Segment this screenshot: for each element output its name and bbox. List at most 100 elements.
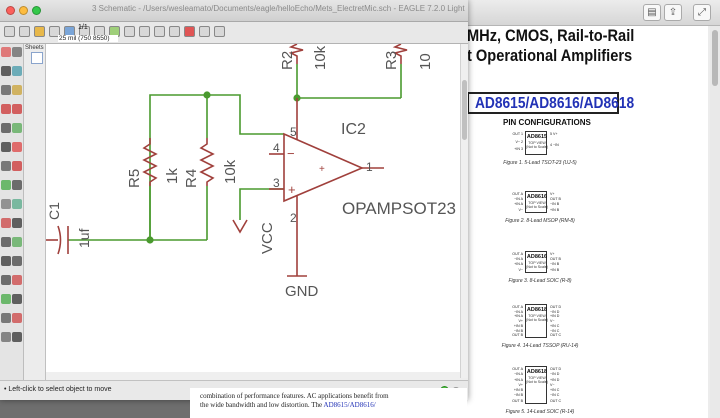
- package-view-note: TOP VIEW (Not to Scale): [526, 314, 548, 322]
- sheet-counter[interactable]: 1/1: [78, 24, 88, 31]
- fullscreen-button[interactable]: ⤢: [693, 4, 711, 21]
- pin-1-label: 1: [366, 160, 373, 174]
- pdf-body-line-1: combination of performance features. AC …: [200, 392, 389, 400]
- label-R3-value: 10: [417, 53, 434, 70]
- schematic-parts[interactable]: [46, 44, 408, 277]
- pdf-scrollbar[interactable]: [710, 26, 720, 418]
- paste-icon[interactable]: [1, 142, 11, 152]
- move-icon[interactable]: [1, 85, 11, 95]
- pin-3-label: 3: [273, 176, 280, 190]
- pin-label-right: +IN D: [550, 314, 560, 319]
- vertical-scroll-thumb[interactable]: [462, 80, 467, 140]
- delete-icon[interactable]: [12, 142, 22, 152]
- stop-icon[interactable]: [184, 26, 195, 37]
- copy-icon[interactable]: [12, 85, 22, 95]
- print-icon[interactable]: [34, 26, 45, 37]
- zoom-out-icon[interactable]: [139, 26, 150, 37]
- net-icon[interactable]: [12, 313, 22, 323]
- pdf-body-link[interactable]: AD8615/AD8616/: [323, 401, 376, 409]
- sheet-thumbnail[interactable]: [31, 52, 43, 64]
- change-icon[interactable]: [12, 123, 22, 133]
- pinswap-icon[interactable]: [12, 161, 22, 171]
- pin-label-left: OUT A: [512, 305, 523, 309]
- figure-caption: Figure 5. 14-Lead SOIC (R-14): [505, 409, 575, 415]
- arc-icon[interactable]: [12, 275, 22, 285]
- part-number-links[interactable]: AD8615/AD8616/AD8618: [475, 95, 635, 112]
- cam-icon[interactable]: [49, 26, 60, 37]
- vcc-arrow[interactable]: [232, 219, 248, 234]
- window-title: 3 Schematic - /Users/wesleamato/Document…: [92, 4, 465, 13]
- pin-label-right: 5 V+: [550, 132, 558, 136]
- pin-label-left: V− 2: [515, 139, 524, 144]
- junction-dot: [146, 236, 154, 244]
- show-icon[interactable]: [12, 47, 22, 57]
- pin-label-right: +IN D: [550, 377, 560, 382]
- schematic-drawing[interactable]: R2 10k R3 10 IC2 R5 1k R4 10k 5 4 3 2 1 …: [46, 44, 460, 378]
- title-bar: 3 Schematic - /Users/wesleamato/Document…: [0, 0, 468, 22]
- zoom-window-button[interactable]: [32, 6, 41, 15]
- display-icon[interactable]: [1, 66, 11, 76]
- mirror-icon[interactable]: [1, 104, 11, 114]
- gateswap-icon[interactable]: [12, 237, 22, 247]
- pdf-scroll-thumb[interactable]: [712, 30, 718, 86]
- pin-label-right: −IN B: [550, 262, 560, 267]
- text-icon[interactable]: [12, 256, 22, 266]
- pin-label-right: −IN B: [550, 202, 560, 207]
- label-gnd: GND: [285, 283, 319, 300]
- pin-label-right: V−: [550, 382, 555, 387]
- miter-icon[interactable]: [1, 218, 11, 228]
- mark-icon[interactable]: [12, 66, 22, 76]
- label-icon[interactable]: [12, 332, 22, 342]
- resistor-R2[interactable]: [288, 44, 304, 64]
- add-icon[interactable]: [1, 161, 11, 171]
- resistor-R5[interactable]: [142, 138, 158, 186]
- info-icon[interactable]: [1, 47, 11, 57]
- junction-dot: [203, 91, 211, 99]
- opamp-body[interactable]: [283, 132, 365, 203]
- minimize-window-button[interactable]: [19, 6, 28, 15]
- canvas-horizontal-scrollbar[interactable]: [46, 372, 460, 380]
- bus-icon[interactable]: [1, 313, 11, 323]
- canvas-vertical-scrollbar[interactable]: [460, 44, 468, 378]
- zoom-in-icon[interactable]: [124, 26, 135, 37]
- resistor-R4[interactable]: [199, 138, 215, 186]
- open-icon[interactable]: [4, 26, 15, 37]
- pin-label-right: +IN C: [550, 388, 560, 393]
- pin-label-left: OUT A: [512, 252, 523, 256]
- value-icon[interactable]: [1, 199, 11, 209]
- capacitor-curve[interactable]: [57, 225, 62, 255]
- junctions: [146, 91, 301, 244]
- rect-icon[interactable]: [1, 294, 11, 304]
- smash-icon[interactable]: [12, 199, 22, 209]
- pin-label-right: −IN C: [550, 393, 560, 398]
- pin-label-left: V−: [518, 207, 524, 212]
- opamp-center-mark: +: [319, 164, 325, 175]
- invoke-icon[interactable]: [1, 237, 11, 247]
- pin-label-right: +IN C: [550, 323, 560, 328]
- redraw-icon[interactable]: [169, 26, 180, 37]
- circle-icon[interactable]: [1, 275, 11, 285]
- zoom-select-icon[interactable]: [154, 26, 165, 37]
- undo-icon[interactable]: [199, 26, 210, 37]
- name-icon[interactable]: [12, 180, 22, 190]
- replace-icon[interactable]: [1, 180, 11, 190]
- share-button[interactable]: ⇪: [664, 4, 682, 21]
- opamp-plus-sign: +: [288, 182, 296, 197]
- pin-label-left: +IN A: [514, 314, 523, 319]
- pin-label-left: +IN A: [514, 377, 523, 382]
- polygon-icon[interactable]: [12, 294, 22, 304]
- pin-label-right: OUT C: [550, 333, 562, 338]
- redo-icon[interactable]: [214, 26, 225, 37]
- resistor-R3[interactable]: [392, 44, 408, 64]
- save-icon[interactable]: [19, 26, 30, 37]
- split-icon[interactable]: [12, 218, 22, 228]
- wire-icon[interactable]: [1, 256, 11, 266]
- group-icon[interactable]: [1, 123, 11, 133]
- junction-icon[interactable]: [1, 332, 11, 342]
- schematic-canvas[interactable]: R2 10k R3 10 IC2 R5 1k R4 10k 5 4 3 2 1 …: [46, 44, 460, 378]
- rotate-icon[interactable]: [12, 104, 22, 114]
- sidebar-toggle-button[interactable]: ▤: [643, 4, 661, 21]
- close-window-button[interactable]: [6, 6, 15, 15]
- pin-label-left: +IN A: [514, 262, 523, 267]
- figure-caption: Figure 3. 8-Lead SOIC (R-8): [508, 278, 572, 284]
